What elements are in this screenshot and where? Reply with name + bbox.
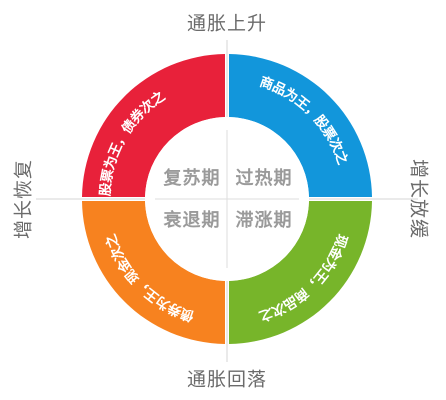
- quadrant-bottom-left-ring: [82, 201, 225, 344]
- quadrant-top-left-ring: [82, 54, 225, 197]
- axis-label-bottom: 通胀回落: [187, 369, 267, 391]
- axis-label-left: 增长恢复: [13, 159, 35, 239]
- axis-label-right: 增长放缓: [408, 159, 430, 239]
- phase-label-top-right: 过热期: [236, 167, 293, 189]
- axis-label-top: 通胀上升: [187, 13, 267, 35]
- quadrant-top-right-ring: [229, 54, 372, 197]
- quadrant-bottom-right-ring: [229, 201, 372, 344]
- phase-label-bottom-right: 滞涨期: [236, 210, 293, 231]
- phase-label-top-left: 复苏期: [163, 167, 221, 189]
- phase-label-bottom-left: 衰退期: [163, 209, 221, 231]
